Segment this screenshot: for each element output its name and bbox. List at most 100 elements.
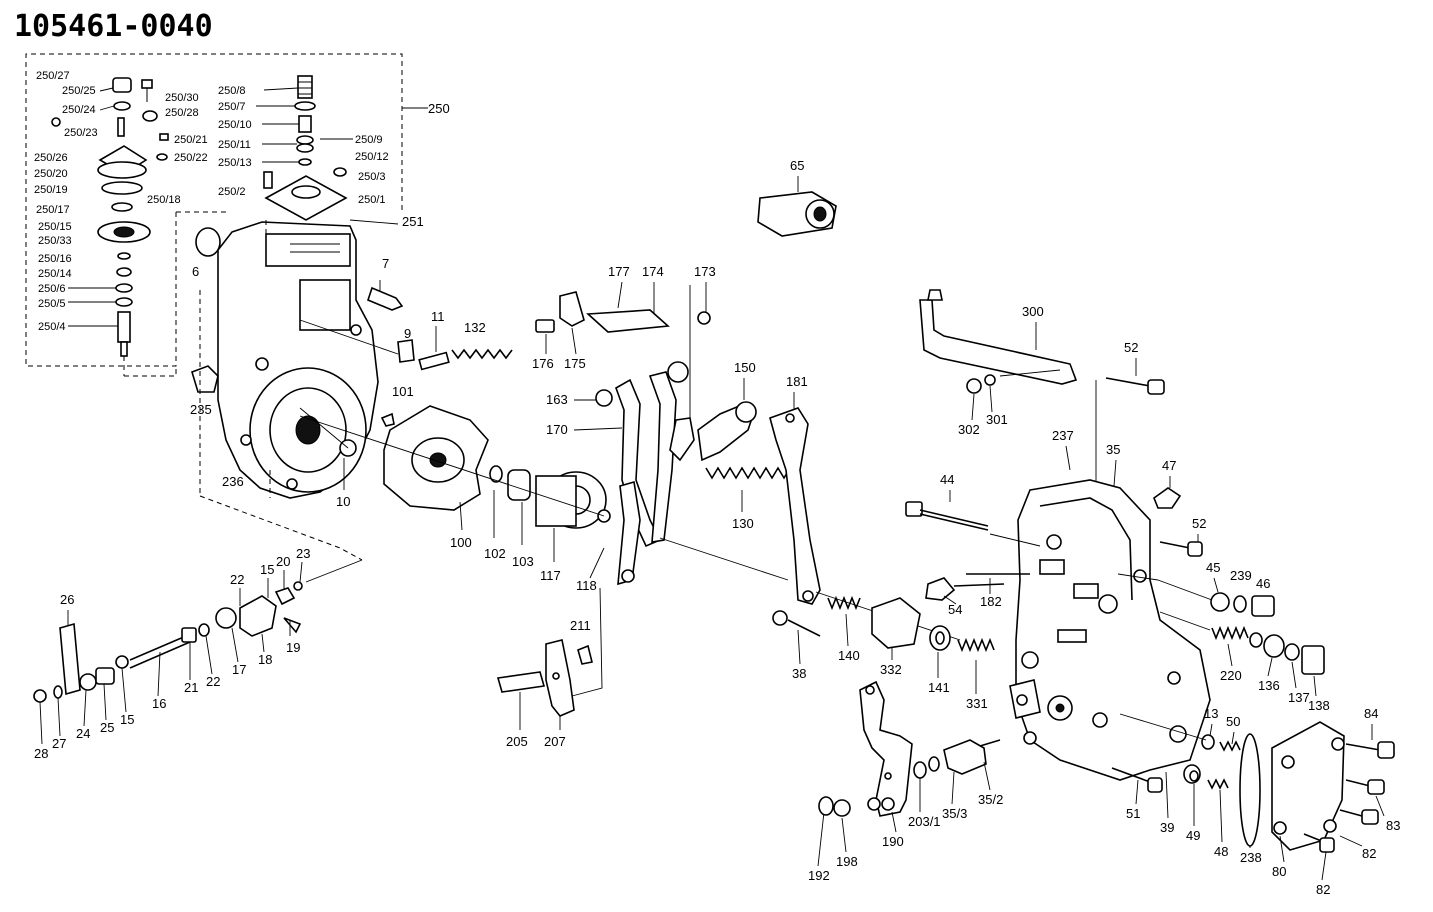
plug-65: 65 (757, 158, 837, 237)
label-250-7: 250/7 (218, 101, 246, 113)
label-35: 35 (1106, 442, 1120, 457)
label-301: 301 (986, 412, 1008, 427)
lever-shaft-assembly: 177 174 173 176 175 (532, 264, 716, 371)
label-250-19: 250/19 (34, 184, 68, 196)
label-302: 302 (958, 422, 980, 437)
label-239: 239 (1230, 568, 1252, 583)
label-18: 18 (258, 652, 272, 667)
label-220: 220 (1220, 668, 1242, 683)
flyweight-assembly: 100 102 103 117 (299, 405, 611, 583)
label-138: 138 (1308, 698, 1330, 713)
label-251: 251 (402, 214, 424, 229)
label-51: 51 (1126, 806, 1140, 821)
label-65: 65 (790, 158, 804, 173)
label-250-24: 250/24 (62, 104, 96, 116)
label-26: 26 (60, 592, 74, 607)
label-250-1: 250/1 (358, 194, 386, 206)
label-250-13: 250/13 (218, 157, 252, 169)
rear-cover-and-screws: 13 50 51 39 49 48 238 80 84 8 (1111, 706, 1400, 897)
stop-lever-assembly: 211 205 207 (496, 618, 593, 749)
label-236: 236 (222, 474, 244, 489)
label-9: 9 (404, 326, 411, 341)
label-82-b: 82 (1316, 882, 1330, 897)
label-24: 24 (76, 726, 90, 741)
label-22-a: 22 (230, 572, 244, 587)
label-49: 49 (1186, 828, 1200, 843)
label-20: 20 (276, 554, 290, 569)
label-52-b: 52 (1192, 516, 1206, 531)
label-203-1: 203/1 (908, 814, 941, 829)
label-150: 150 (734, 360, 756, 375)
label-17: 17 (232, 662, 246, 677)
governor-spring-lever: 150 130 181 (697, 360, 821, 605)
label-136: 136 (1258, 678, 1280, 693)
label-25: 25 (100, 720, 114, 735)
label-137: 137 (1288, 690, 1310, 705)
label-15-a: 15 (260, 562, 274, 577)
label-19: 19 (286, 640, 300, 655)
label-250-3: 250/3 (358, 171, 386, 183)
label-238: 238 (1240, 850, 1262, 865)
label-250-5: 250/5 (38, 298, 66, 310)
label-46: 46 (1256, 576, 1270, 591)
label-331: 331 (966, 696, 988, 711)
label-50: 50 (1226, 714, 1240, 729)
label-84: 84 (1364, 706, 1378, 721)
label-182: 182 (980, 594, 1002, 609)
governor-subassembly-250: 250 (25, 53, 450, 377)
label-332: 332 (880, 662, 902, 677)
label-250-33: 250/33 (38, 235, 72, 247)
label-205: 205 (506, 734, 528, 749)
label-22-b: 22 (206, 674, 220, 689)
label-170: 170 (546, 422, 568, 437)
label-250-12: 250/12 (355, 151, 389, 163)
label-250-15: 250/15 (38, 221, 72, 233)
label-250-22: 250/22 (174, 152, 208, 164)
label-250-21: 250/21 (174, 134, 208, 146)
label-44: 44 (940, 472, 954, 487)
control-lever-shaft: 26 28 27 24 25 15 16 21 22 17 18 19 22 1… (33, 546, 363, 761)
label-7: 7 (382, 256, 389, 271)
label-300: 300 (1022, 304, 1044, 319)
label-23: 23 (296, 546, 310, 561)
tension-lever-170: 163 170 118 (546, 285, 789, 697)
label-130: 130 (732, 516, 754, 531)
label-174: 174 (642, 264, 664, 279)
governor-cover-237: 237 35 (1009, 428, 1211, 781)
label-175: 175 (564, 356, 586, 371)
label-250: 250 (428, 101, 450, 116)
bolts-and-spring-132: 7 9 11 132 10 101 (299, 256, 513, 509)
label-35-2: 35/2 (978, 792, 1003, 807)
label-15-b: 15 (120, 712, 134, 727)
label-250-20: 250/20 (34, 168, 68, 180)
label-250-9: 250/9 (355, 134, 383, 146)
label-250-27: 250/27 (36, 70, 70, 82)
label-82-a: 82 (1362, 846, 1376, 861)
label-237: 237 (1052, 428, 1074, 443)
label-80: 80 (1272, 864, 1286, 879)
label-39: 39 (1160, 820, 1174, 835)
label-13: 13 (1204, 706, 1218, 721)
label-211: 211 (570, 618, 591, 633)
diagram-part-number: 105461-0040 (14, 9, 213, 44)
label-100: 100 (450, 535, 472, 550)
lower-linkage: 190 192 198 203/1 35/3 35/2 (808, 680, 1003, 883)
label-6: 6 (192, 264, 199, 279)
label-250-6: 250/6 (38, 283, 66, 295)
label-132: 132 (464, 320, 486, 335)
bracket-300: 300 52 302 301 (919, 289, 1165, 492)
label-140: 140 (838, 648, 860, 663)
adjusting-screw-220: 220 136 137 138 (1159, 611, 1330, 713)
label-103: 103 (512, 554, 534, 569)
label-102: 102 (484, 546, 506, 561)
label-250-25: 250/25 (62, 85, 96, 97)
adjusting-parts-middle: 38 140 332 141 331 (772, 591, 995, 711)
pump-housing-front: 6 251 235 236 (190, 214, 424, 561)
label-173: 173 (694, 264, 716, 279)
label-21: 21 (184, 680, 198, 695)
label-35-3: 35/3 (942, 806, 967, 821)
label-101: 101 (392, 384, 414, 399)
label-250-17: 250/17 (36, 204, 70, 216)
label-141: 141 (928, 680, 950, 695)
